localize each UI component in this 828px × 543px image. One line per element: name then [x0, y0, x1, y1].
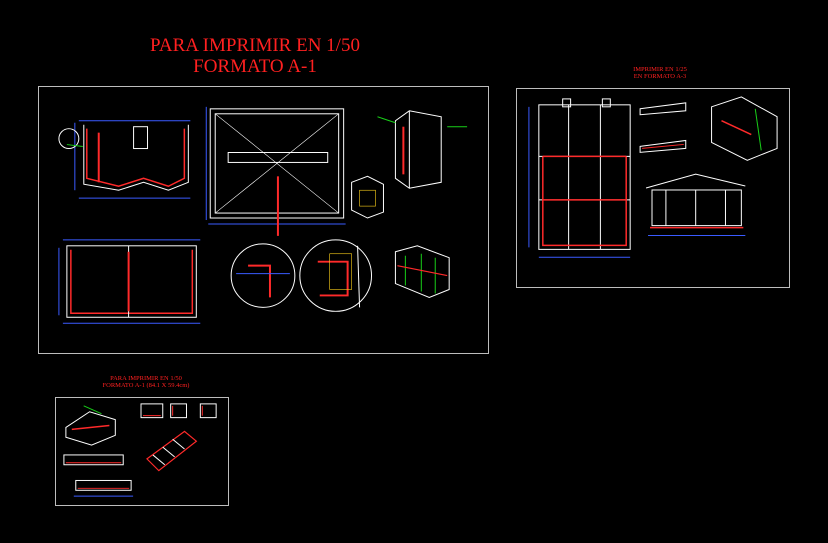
section-view-bottom-left: [58, 239, 201, 324]
sheet-a3-drawing: [528, 96, 778, 258]
title-right-line1: IMPRIMIR EN 1/25: [633, 66, 687, 73]
elevation-view: [645, 173, 746, 237]
title-bottom: PARA IMPRIMIR EN 1/50 FORMATO A-1 (84.1 …: [66, 375, 226, 389]
sheet-a1-frame[interactable]: [38, 86, 489, 354]
small-sections: [140, 403, 217, 419]
isometric-view-bottom-right: [394, 245, 450, 298]
isometric-structure: [711, 96, 778, 161]
sheet-a1-drawing: [58, 106, 468, 324]
title-main: PARA IMPRIMIR EN 1/50 FORMATO A-1: [130, 36, 380, 78]
sheet-small-drawing: [63, 403, 217, 497]
roof-detail: [639, 102, 687, 153]
title-main-line2: FORMATO A-1: [193, 56, 317, 77]
title-right: IMPRIMIR EN 1/25 EN FORMATO A-3: [600, 66, 720, 80]
column-grid-plan: [528, 98, 631, 258]
sheet-small-frame[interactable]: [55, 397, 229, 506]
title-right-line2: EN FORMATO A-3: [633, 72, 687, 80]
small-elevations: [63, 454, 134, 497]
title-bottom-line2: FORMATO A-1 (84.1 X 59.4cm): [102, 381, 190, 389]
small-isometric: [65, 405, 116, 446]
small-stair: [146, 430, 198, 472]
section-view-top-left: [58, 120, 191, 199]
detail-circles: [230, 239, 373, 312]
plan-view-top-center: [205, 106, 346, 236]
title-main-line1: PARA IMPRIMIR EN 1/50: [150, 35, 360, 56]
sheet-a3-frame[interactable]: [516, 88, 790, 288]
title-bottom-line1: PARA IMPRIMIR EN 1/50: [110, 375, 182, 382]
isometric-view-top-right: [351, 110, 468, 219]
